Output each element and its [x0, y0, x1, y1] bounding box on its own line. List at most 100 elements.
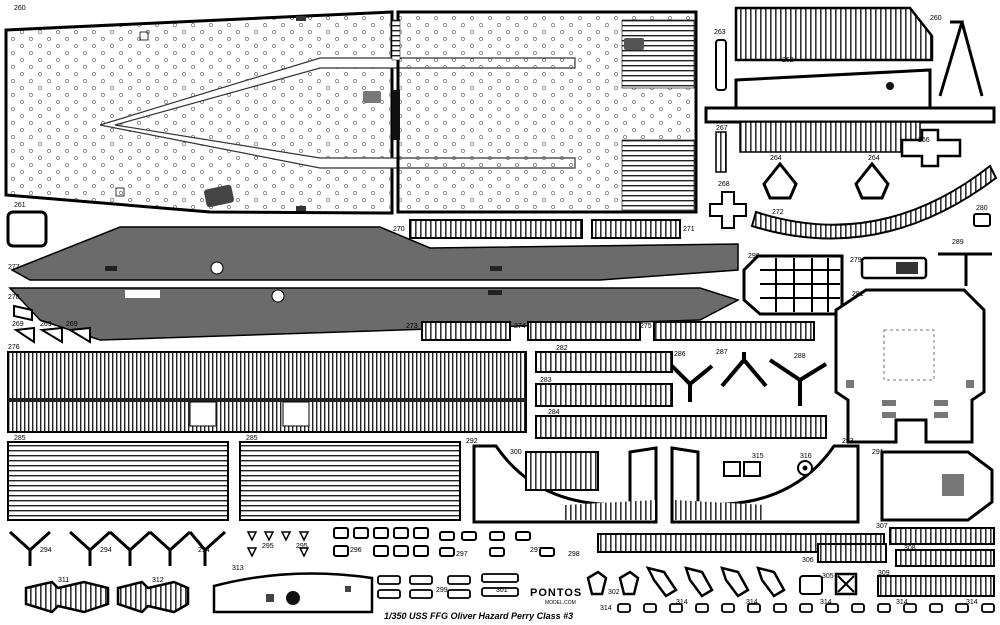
- part-number-299: 299: [436, 587, 448, 594]
- part-number-286: 286: [674, 351, 686, 358]
- part-number-315: 315: [752, 453, 764, 460]
- part-number-263: 263: [714, 29, 726, 36]
- part-292-293-bulwarks: 292 293 300 315 316: [466, 438, 860, 524]
- part-number-274: 274: [514, 323, 526, 330]
- part-number-294-c: 294: [198, 547, 210, 554]
- part-number-311: 311: [58, 577, 69, 584]
- part-282-284-rails: 282 283 284: [535, 345, 827, 439]
- part-263-bar: 263: [714, 29, 727, 91]
- part-number-314-a: 314: [600, 605, 612, 612]
- part-number-281: 281: [852, 291, 864, 298]
- part-273-275-ladders: 273 274 275: [406, 321, 815, 341]
- part-269-brackets: 269 269 269: [12, 304, 91, 344]
- part-number-267: 267: [716, 125, 728, 132]
- part-306-rail: 306: [597, 533, 887, 564]
- part-260-flight-deck: 260: [4, 5, 576, 215]
- part-number-314-b: 314: [676, 599, 688, 606]
- part-278-deck-strip: 278: [8, 287, 740, 341]
- brand-sub: MODEL.COM: [545, 600, 576, 606]
- part-number-264-b: 264: [868, 155, 880, 162]
- part-260-crane: 260: [930, 15, 984, 97]
- part-number-290: 290: [748, 253, 760, 260]
- part-number-260-a: 260: [14, 5, 26, 12]
- part-number-270: 270: [393, 226, 405, 233]
- part-number-314-d: 314: [820, 599, 832, 606]
- part-number-262: 262: [782, 57, 794, 64]
- part-number-308: 308: [904, 545, 916, 552]
- part-number-312: 312: [152, 577, 164, 584]
- sheet-caption: 1/350 USS FFG Oliver Hazard Perry Class …: [384, 611, 573, 621]
- part-number-269-a: 269: [12, 321, 24, 328]
- part-313-hangar-door: 313: [212, 565, 374, 614]
- part-number-295-b: 295: [296, 543, 308, 550]
- part-number-272: 272: [772, 209, 784, 216]
- part-number-296: 296: [350, 547, 362, 554]
- part-number-279: 279: [850, 257, 862, 264]
- part-290-grating: 290: [742, 253, 844, 316]
- part-number-302: 302: [608, 589, 620, 596]
- part-number-305: 305: [822, 573, 834, 580]
- part-number-293: 293: [842, 438, 854, 445]
- part-number-306: 306: [802, 557, 814, 564]
- part-number-278: 278: [8, 294, 20, 301]
- part-305-fitting: 305: [799, 572, 858, 596]
- part-number-307: 307: [876, 523, 888, 530]
- brand-logo: PONTOS MODEL.COM: [530, 587, 582, 606]
- part-number-277: 277: [8, 264, 20, 271]
- part-number-266: 266: [918, 137, 930, 144]
- part-number-314-c: 314: [746, 599, 758, 606]
- brand-name: PONTOS: [530, 587, 582, 599]
- part-number-316: 316: [800, 453, 812, 460]
- part-number-269-c: 269: [66, 321, 78, 328]
- part-267-268-fittings: 267 268: [709, 125, 747, 229]
- part-number-276: 276: [8, 344, 20, 351]
- part-number-314-f: 314: [966, 599, 978, 606]
- part-262-antenna-frame: 262: [704, 6, 996, 153]
- part-279-window: 279: [850, 256, 928, 280]
- part-number-285-b: 285: [246, 435, 258, 442]
- part-number-292: 292: [466, 438, 478, 445]
- part-number-294-a: 294: [40, 547, 52, 554]
- part-299-301-fittings: [377, 573, 519, 599]
- part-266-cross: 266: [900, 128, 962, 168]
- part-number-291: 291: [872, 449, 884, 456]
- part-270-271-ladders: 270 271: [393, 219, 695, 239]
- part-number-297-a: 297: [456, 551, 468, 558]
- part-295-gussets: [246, 531, 310, 558]
- part-number-264-a: 264: [770, 155, 782, 162]
- part-number-280: 280: [976, 205, 988, 212]
- part-number-297-b: 297: [530, 547, 542, 554]
- part-number-298: 298: [568, 551, 580, 558]
- part-number-275: 275: [640, 323, 652, 330]
- part-number-285-a: 285: [14, 435, 26, 442]
- part-number-313: 313: [232, 565, 244, 572]
- part-number-287: 287: [716, 349, 728, 356]
- part-number-288: 288: [794, 353, 806, 360]
- part-264-mounts: 264 264: [762, 155, 890, 200]
- part-289-strut: 289: [938, 239, 992, 286]
- part-number-295-a: 295: [262, 543, 274, 550]
- part-296-small-plates: [333, 527, 429, 557]
- part-number-271: 271: [683, 226, 695, 233]
- part-number-314-e: 314: [896, 599, 908, 606]
- part-285-railing-panels: 285 285: [7, 435, 461, 521]
- part-314-tabs: [617, 603, 995, 613]
- part-number-301: 301: [496, 587, 508, 594]
- part-297-small-plates: [439, 531, 555, 557]
- part-272-curved-rail: 272: [750, 164, 998, 240]
- part-280-plate: 280: [973, 205, 991, 227]
- part-number-269-b: 269: [40, 321, 52, 328]
- part-number-300: 300: [510, 449, 522, 456]
- part-number-309: 309: [878, 570, 890, 577]
- part-number-282: 282: [556, 345, 568, 352]
- part-261-window-frame: 261: [6, 202, 48, 248]
- part-number-268: 268: [718, 181, 730, 188]
- part-294-tripods: [8, 530, 227, 566]
- part-number-294-b: 294: [100, 547, 112, 554]
- part-277-deck-strip: 277: [8, 226, 739, 281]
- part-311-312-mounts: 311 312: [24, 577, 190, 614]
- part-307-309-rails: 307 308 309: [876, 523, 995, 597]
- part-291-hood: 291: [872, 449, 994, 522]
- part-260-flight-deck-aft: [391, 10, 698, 214]
